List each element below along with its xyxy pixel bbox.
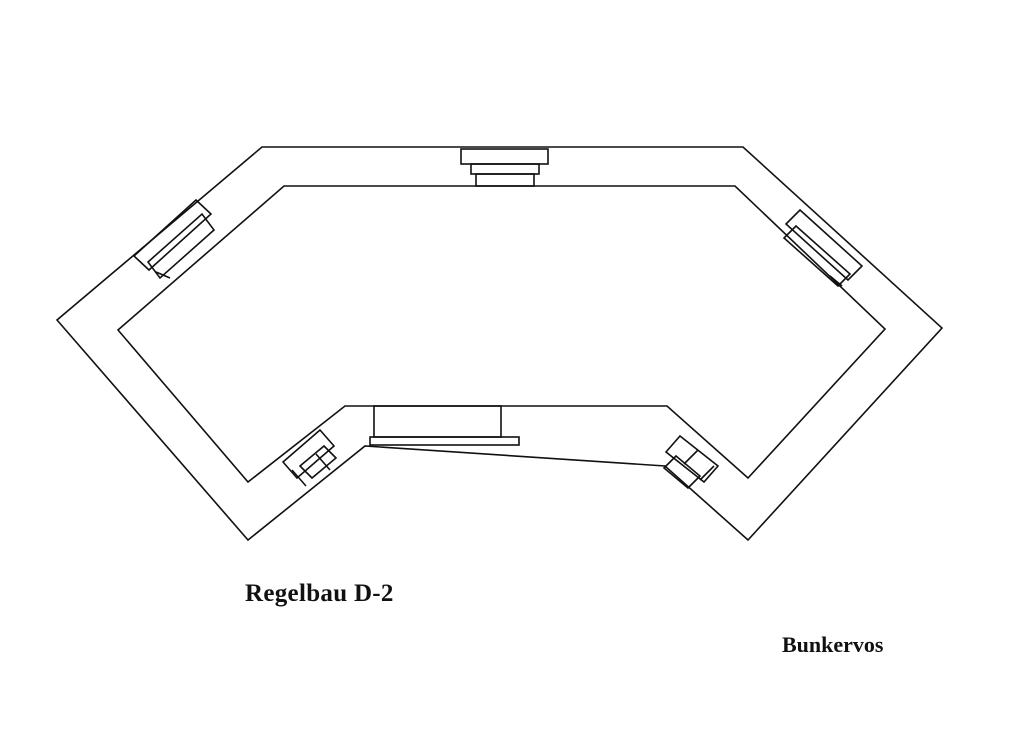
loophole-lower-left xyxy=(281,428,338,487)
inner-wall xyxy=(116,185,887,484)
diagram-credit: Bunkervos xyxy=(782,632,884,657)
embrasure-upper-left xyxy=(132,198,216,280)
embrasure-top xyxy=(460,148,549,187)
loophole-lower-right xyxy=(662,434,720,490)
entrance-opening xyxy=(369,405,520,446)
embrasure-upper-right xyxy=(782,208,864,288)
diagram-title: Regelbau D-2 xyxy=(245,580,394,607)
